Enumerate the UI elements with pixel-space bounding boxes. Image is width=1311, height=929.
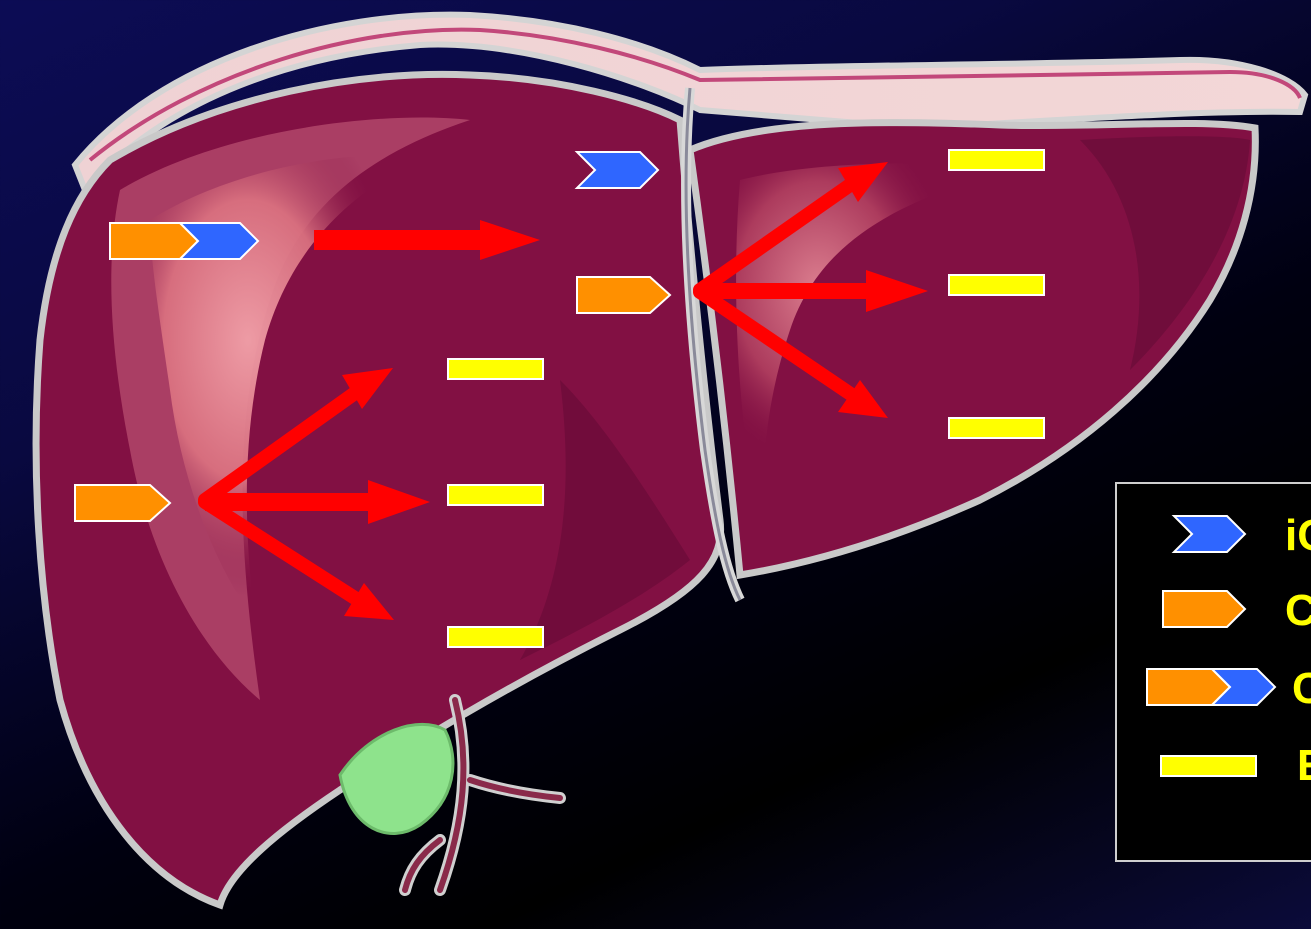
orange-pentagon-icon	[1117, 589, 1277, 629]
legend-label-3: C	[1292, 667, 1311, 711]
orange-blue-combo-icon	[1117, 667, 1277, 707]
marker-yellow-left-3	[448, 627, 543, 647]
marker-orange-center	[577, 277, 670, 313]
marker-orange-lower-left	[75, 485, 170, 521]
legend-label-2: C	[1285, 589, 1311, 633]
legend-label-4: E	[1297, 744, 1311, 788]
blue-chevron-icon	[1117, 514, 1277, 554]
marker-yellow-left-1	[448, 359, 543, 379]
legend-box: iC C C E	[1115, 482, 1311, 862]
marker-yellow-left-2	[448, 485, 543, 505]
legend-label-1: iC	[1285, 514, 1311, 558]
yellow-bar-icon	[1117, 746, 1277, 786]
marker-yellow-right-3	[949, 418, 1044, 438]
marker-orange-blue-combo-upper-left	[110, 223, 258, 259]
marker-yellow-right-1	[949, 150, 1044, 170]
marker-yellow-right-2	[949, 275, 1044, 295]
